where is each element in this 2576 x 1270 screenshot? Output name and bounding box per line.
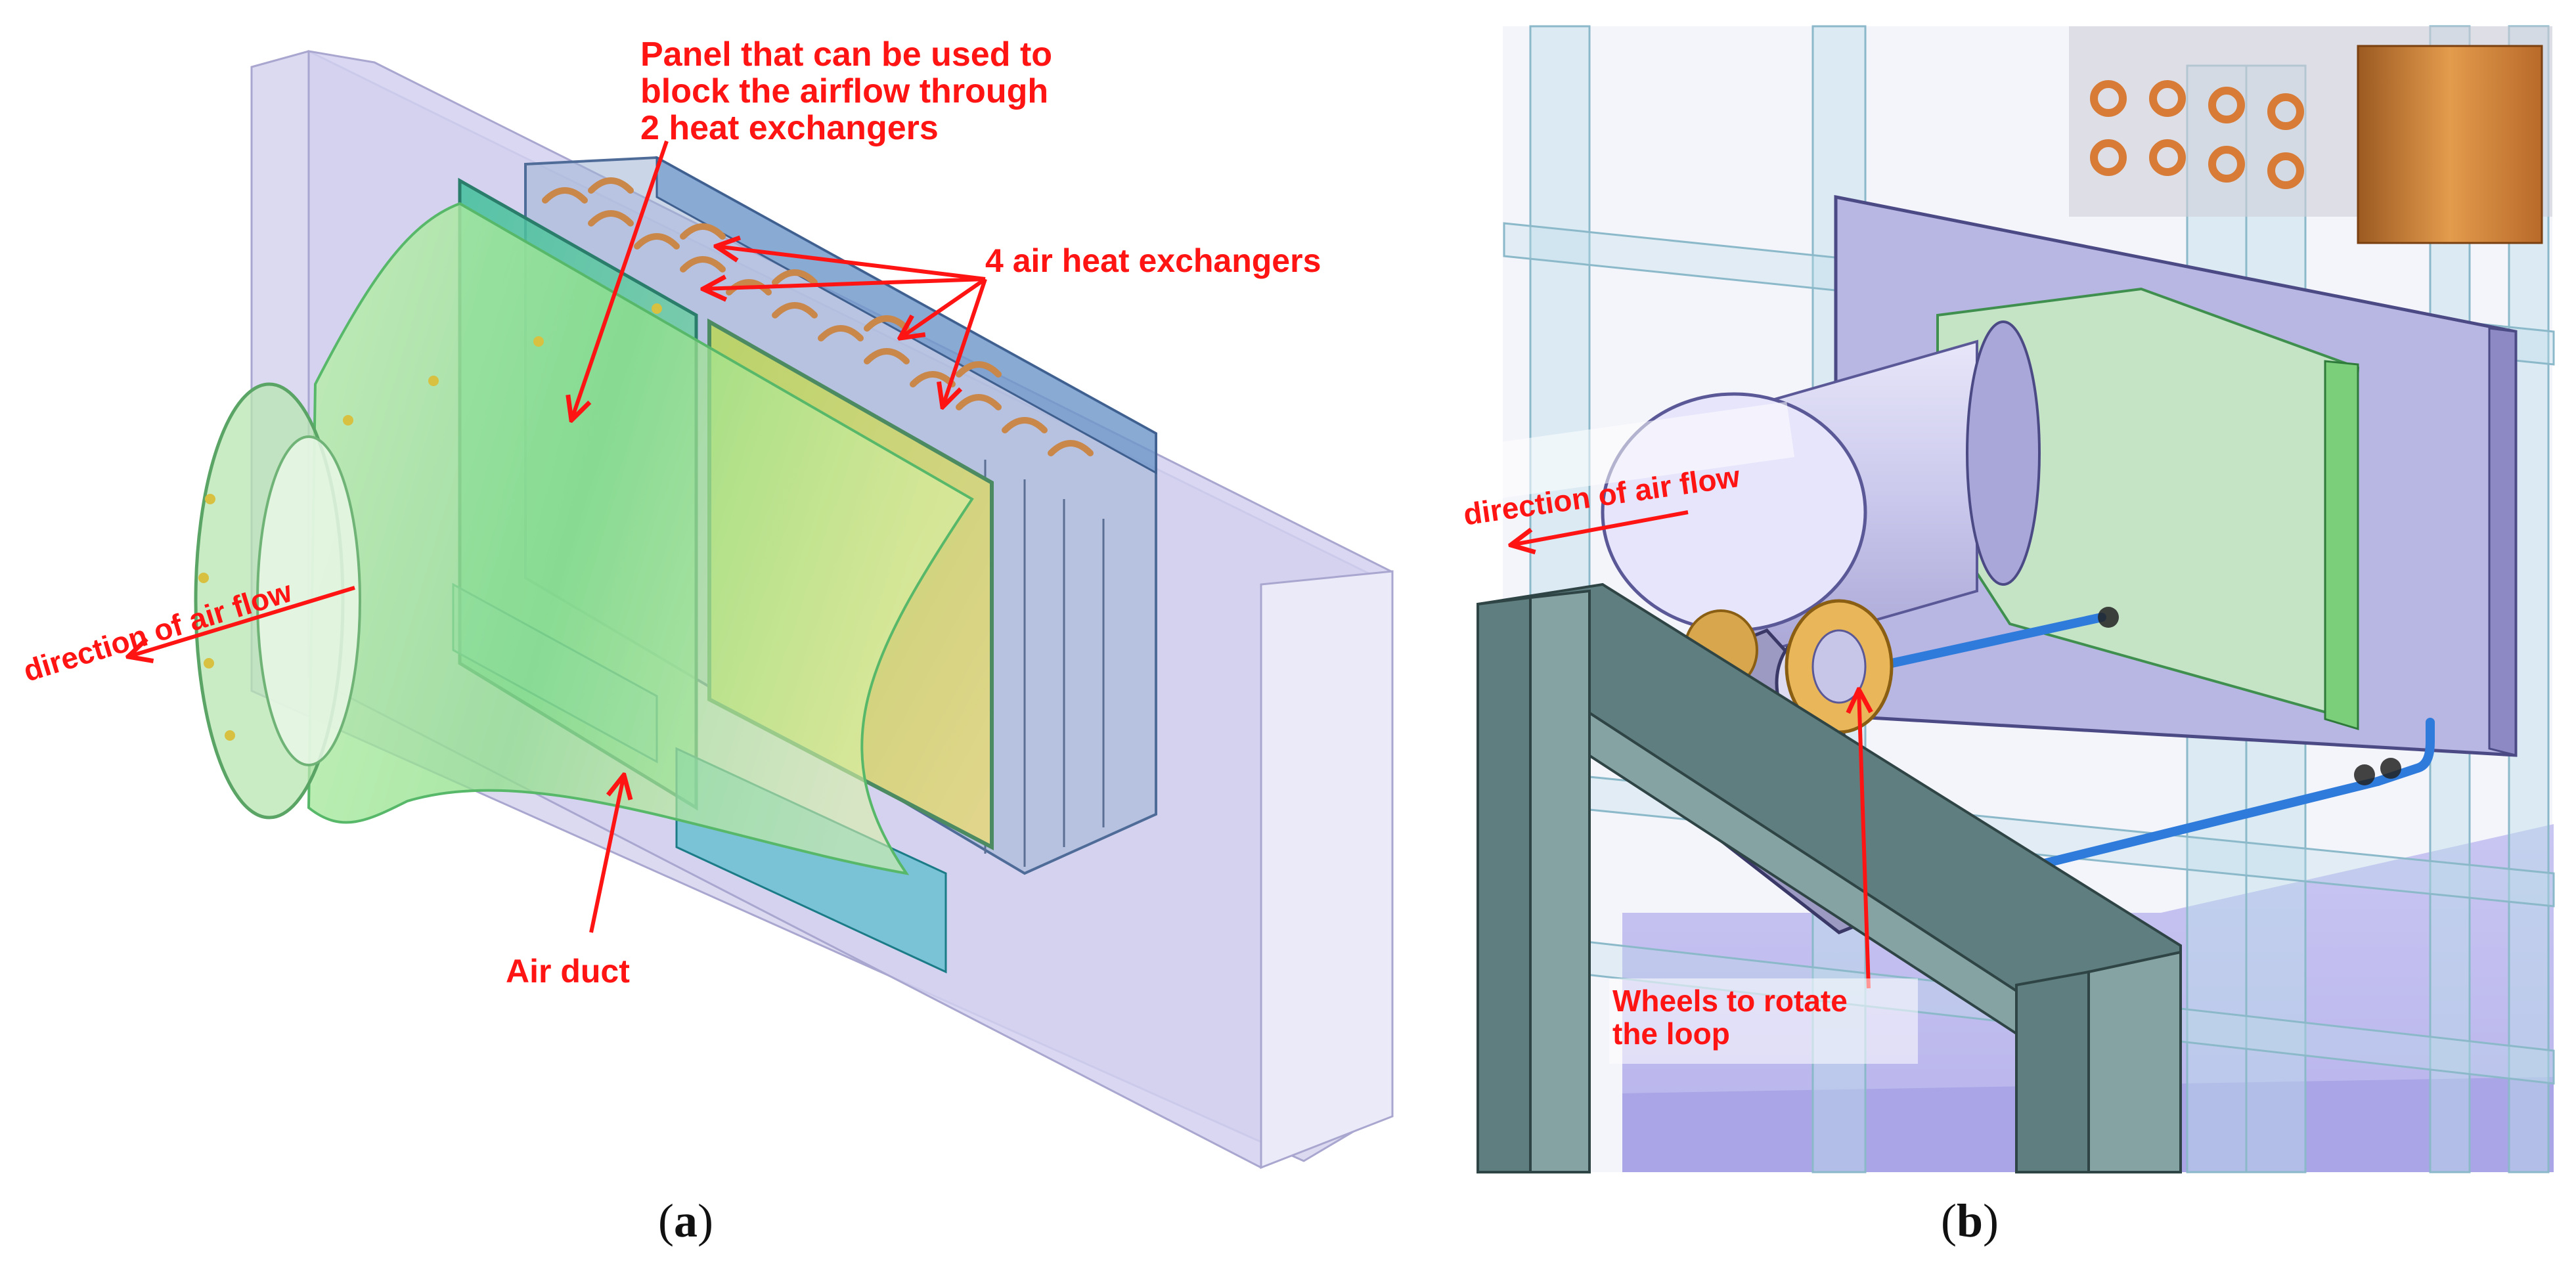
copper-exchangers xyxy=(2069,26,2552,244)
arrow-exchanger-4 xyxy=(943,278,987,407)
support-box-side xyxy=(2488,327,2517,756)
support-frame-edge xyxy=(1260,570,1394,1170)
panel-a-arrows xyxy=(128,141,987,933)
air-duct xyxy=(307,202,974,875)
panel-b-drawing xyxy=(1477,25,2555,1173)
arrow-airflow-a xyxy=(128,586,355,657)
duct-flange-b xyxy=(2324,360,2359,731)
annotation-blocking-panel: Panel that can be used to block the airf… xyxy=(640,35,1053,148)
arrow-duct xyxy=(589,775,624,933)
arrow-airflow-b xyxy=(1511,510,1689,545)
arrow-exchanger-2 xyxy=(703,279,986,289)
wheels-label-backdrop xyxy=(1609,978,1918,1064)
panel-label-b: (b) xyxy=(1941,1194,1999,1247)
annotation-wheels: Wheels to rotate the loop xyxy=(1612,984,1848,1051)
panel-a-drawing xyxy=(194,50,1394,1170)
arrow-panel xyxy=(571,141,669,420)
panel-label-a: (a) xyxy=(658,1194,713,1247)
annotation-air-heat-exchangers: 4 air heat exchangers xyxy=(985,242,1321,279)
panel-b-arrows xyxy=(1511,510,1869,989)
airflow-label-backdrop xyxy=(1468,401,1795,502)
arrow-wheels xyxy=(1859,690,1869,989)
arrow-exchanger-3 xyxy=(900,277,987,338)
arrow-exchanger-1 xyxy=(716,246,986,281)
cylinder-flange xyxy=(1966,320,2041,586)
annotation-air-duct: Air duct xyxy=(506,953,630,990)
aluminum-frame xyxy=(1477,582,2182,1173)
